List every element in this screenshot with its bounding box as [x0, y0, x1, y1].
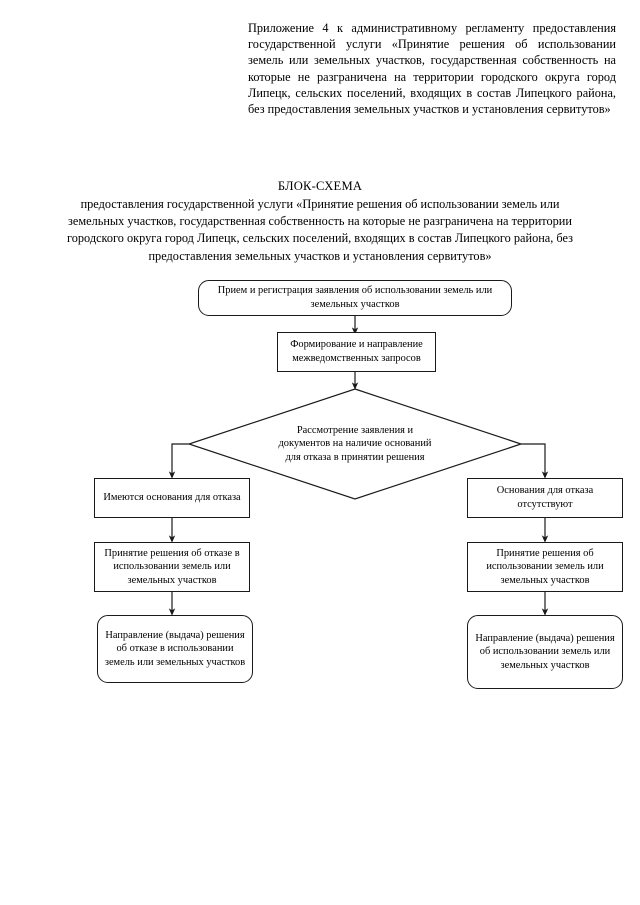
node-decision-refuse-label: Принятие решения об отказе в использован… [104, 547, 240, 586]
node-issue-refuse: Направление (выдача) решения об отказе в… [97, 615, 253, 683]
node-grounds-present: Имеются основания для отказа [94, 478, 250, 518]
node-decision-review-label: Рассмотрение заявления и документов на н… [278, 424, 432, 463]
node-issue-refuse-label: Направление (выдача) решения об отказе в… [104, 629, 246, 668]
node-issue-approve-label: Направление (выдача) решения об использо… [475, 632, 615, 671]
node-grounds-absent: Основания для отказа отсутствуют [467, 478, 623, 518]
page-subtitle: предоставления государственной услуги «П… [67, 197, 573, 263]
node-interagency-requests: Формирование и направление межведомствен… [277, 332, 436, 372]
node-decision-review: Рассмотрение заявления и документов на н… [189, 389, 521, 499]
header-note: Приложение 4 к административному регламе… [248, 21, 616, 117]
node-grounds-absent-label: Основания для отказа отсутствуют [496, 485, 594, 510]
node-issue-approve: Направление (выдача) решения об использо… [467, 615, 623, 689]
node-interagency-requests-label: Формирование и направление межведомствен… [290, 339, 423, 364]
node-decision-refuse: Принятие решения об отказе в использован… [94, 542, 250, 592]
node-start: Прием и регистрация заявления об использ… [198, 280, 512, 316]
node-decision-approve-label: Принятие решения об использовании земель… [486, 547, 604, 586]
page-title: БЛОК-СХЕМА [277, 179, 363, 193]
node-start-label: Прием и регистрация заявления об использ… [217, 285, 493, 310]
node-decision-approve: Принятие решения об использовании земель… [467, 542, 623, 592]
node-grounds-present-label: Имеются основания для отказа [103, 492, 241, 504]
